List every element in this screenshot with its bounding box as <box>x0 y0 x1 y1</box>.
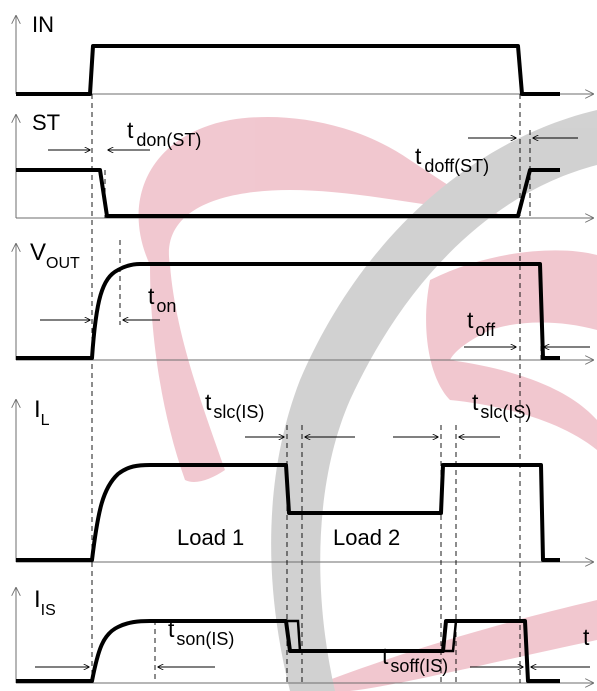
svg-text:IIS: IIS <box>34 586 56 619</box>
channel-st-label: ST <box>32 110 60 135</box>
svg-text:IL: IL <box>34 396 50 429</box>
channel-vout-label: VOUT <box>30 239 80 272</box>
svg-text:ST: ST <box>32 110 60 135</box>
label-t-edge: t <box>583 624 590 650</box>
channel-in-label: IN <box>32 12 54 37</box>
waveform-in <box>16 46 560 94</box>
channel-il-label: IL <box>34 396 50 429</box>
svg-text:IN: IN <box>32 12 54 37</box>
watermark-red-band-bottom <box>300 600 597 691</box>
label-load-1: Load 1 <box>177 525 244 550</box>
channel-iis-label: IIS <box>34 586 56 619</box>
label-load-2: Load 2 <box>333 525 400 550</box>
svg-text:VOUT: VOUT <box>30 239 80 272</box>
